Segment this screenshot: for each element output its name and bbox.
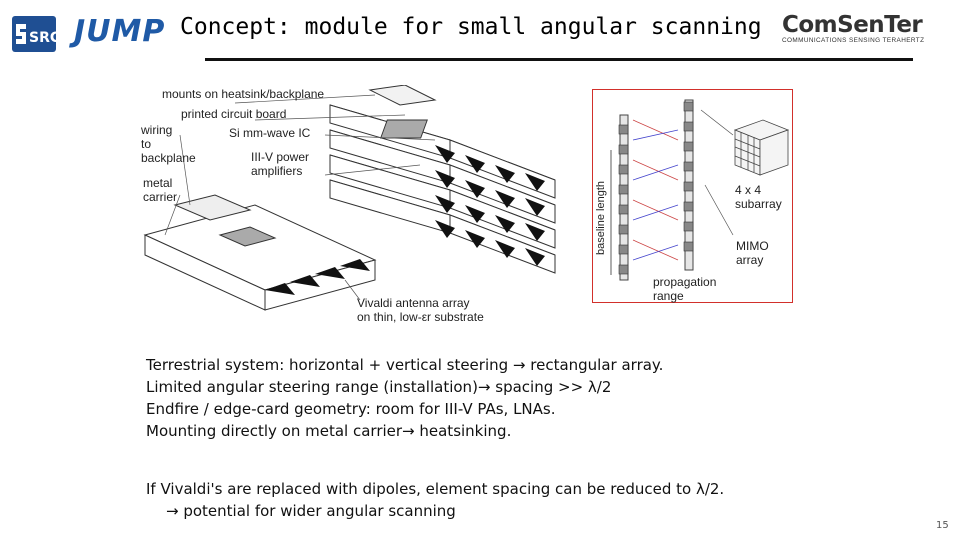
bullet-item: Limited angular steering range (installa… (146, 378, 612, 396)
label-mounts: mounts on heatsink/backplane (162, 87, 325, 101)
label-mimo-1: MIMO (736, 239, 769, 253)
front-carrier (143, 194, 377, 311)
label-propagation-1: propagation (653, 275, 717, 289)
label-wiring-1: wiring (141, 123, 173, 137)
mimo-array-drawing (610, 99, 790, 281)
bullet-list: Terrestrial system: horizontal + vertica… (146, 354, 663, 442)
label-vivaldi-2: on thin, low-εr substrate (357, 310, 484, 324)
label-wiring-3: backplane (141, 151, 196, 165)
mimo-rays (632, 119, 679, 261)
label-propagation-2: range (653, 289, 684, 303)
module-stack-drawing (143, 84, 556, 311)
label-vivaldi-1: Vivaldi antenna array (357, 296, 470, 310)
subarray-cube (733, 119, 790, 176)
label-subarray-1: 4 x 4 (735, 183, 762, 197)
slide-title: Concept: module for small angular scanni… (180, 14, 762, 40)
comsenter-tagline: COMMUNICATIONS SENSING TERAHERTZ (782, 37, 925, 44)
label-baseline: baseline length (595, 180, 607, 255)
src-logo-text: SRC (29, 30, 56, 46)
stack-vivaldi-array (435, 145, 545, 266)
label-wiring-2: to (141, 137, 152, 151)
header-rule (205, 58, 913, 61)
jump-logo: JUMP (74, 14, 166, 49)
bullet-item: Endfire / edge-card geometry: room for I… (146, 400, 556, 418)
bullet-item: Mounting directly on metal carrier→ heat… (146, 422, 512, 440)
module-stack-diagram: mounts on heatsink/backplane printed cir… (135, 84, 565, 325)
label-pa-1: III-V power (251, 150, 310, 164)
page-number: 15 (936, 520, 949, 531)
dipole-note: If Vivaldi's are replaced with dipoles, … (146, 478, 724, 522)
label-si-ic: Si mm-wave IC (229, 126, 311, 140)
label-mimo-2: array (736, 253, 764, 267)
label-subarray-2: subarray (735, 197, 782, 211)
label-carrier-2: carrier (143, 190, 178, 204)
bullet-item: Terrestrial system: horizontal + vertica… (146, 356, 664, 374)
comsenter-name: ComSenTer (782, 12, 923, 38)
comsenter-logo: ComSenTer COMMUNICATIONS SENSING TERAHER… (782, 12, 942, 44)
src-logo: SRC (12, 16, 56, 52)
note-line-2: → potential for wider angular scanning (166, 502, 456, 520)
label-carrier-1: metal (143, 176, 173, 190)
label-pa-2: amplifiers (251, 164, 303, 178)
note-line-1: If Vivaldi's are replaced with dipoles, … (146, 480, 725, 498)
front-vivaldi-array (265, 259, 370, 295)
mimo-elements (618, 101, 694, 275)
mimo-array-diagram: baseline length 4 x 4 subarray MIMO arra… (592, 89, 793, 303)
label-pcb: printed circuit board (181, 107, 287, 121)
